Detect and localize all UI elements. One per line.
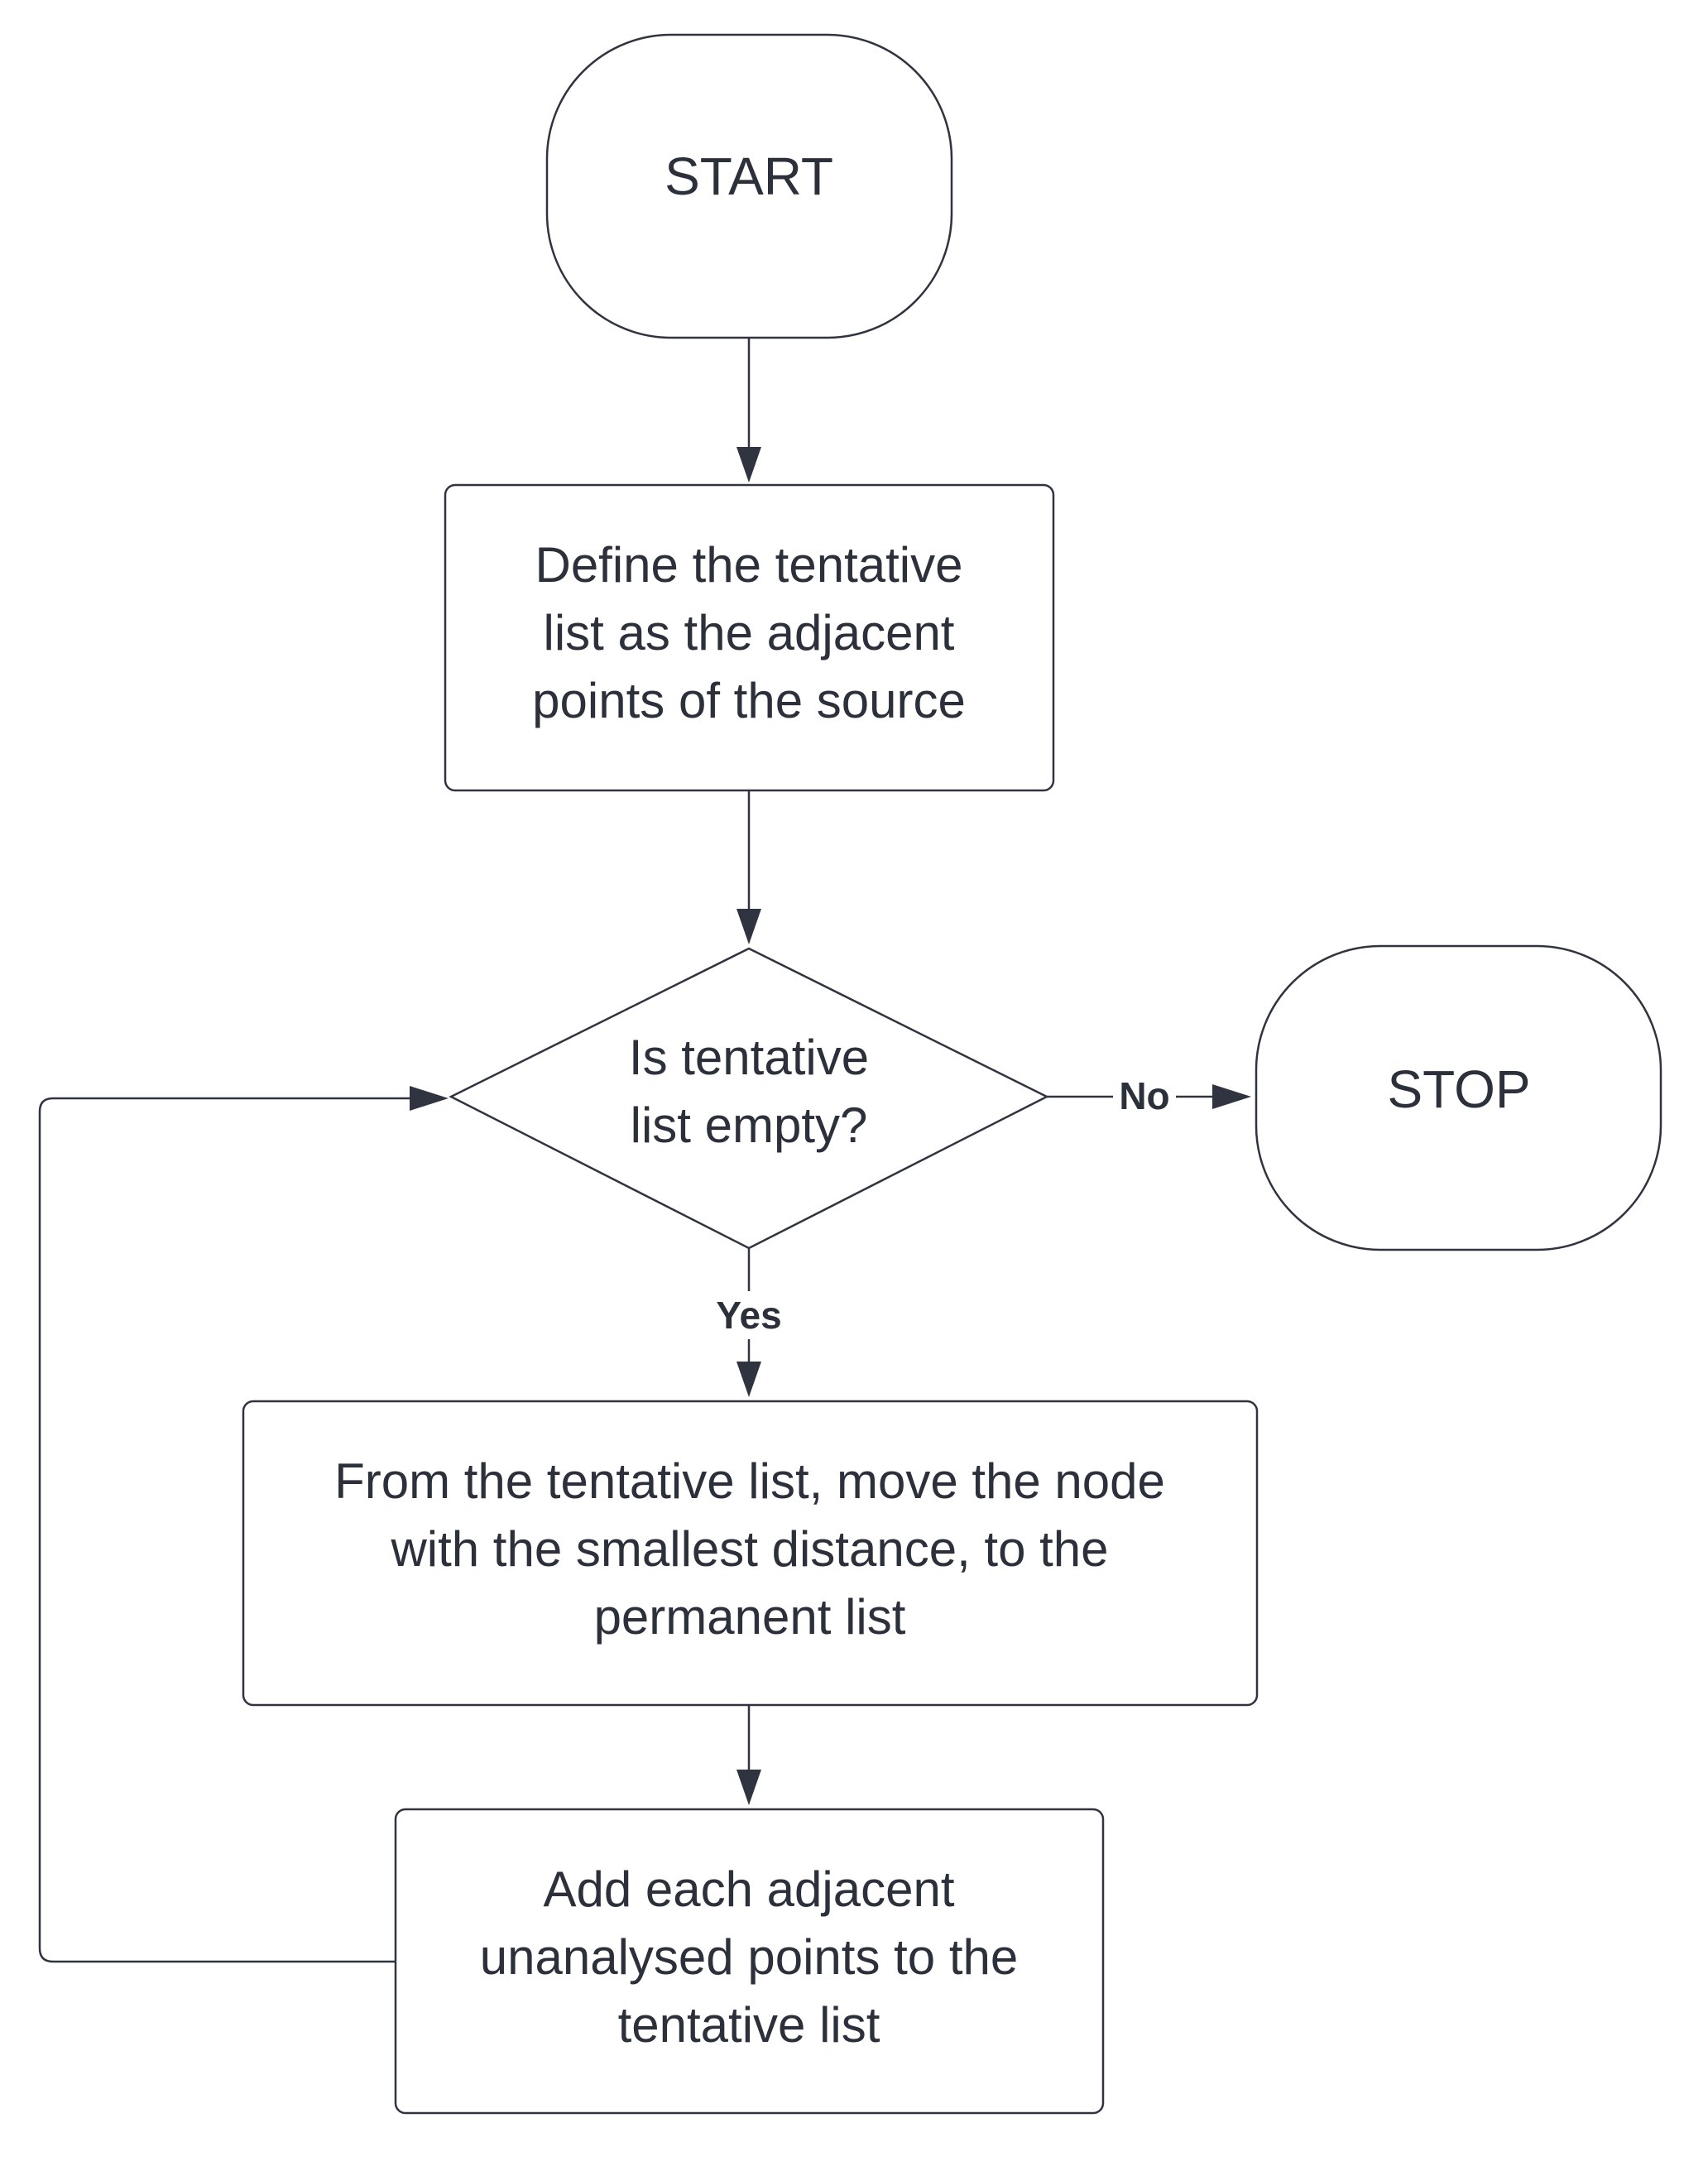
edge-label-yes: Yes — [716, 1294, 781, 1337]
decision-diamond — [449, 947, 1049, 1250]
define-label-line-1: Define the tentative — [535, 537, 962, 593]
edge-label-no: No — [1119, 1074, 1169, 1117]
define-label-line-3: points of the source — [532, 673, 966, 728]
move-label-line-1: From the tentative list, move the node — [334, 1453, 1165, 1509]
start-label: START — [664, 146, 833, 206]
start-terminator — [545, 33, 953, 339]
arrowhead-decision-yes — [736, 1362, 761, 1397]
define-process-box — [444, 483, 1055, 792]
arrowhead-define-to-decision — [736, 909, 761, 944]
arrowhead-start-to-define — [736, 447, 761, 483]
move-label-line-3: permanent list — [594, 1589, 906, 1645]
add-process-box — [394, 1808, 1105, 2115]
define-label-line-2: list as the adjacent — [544, 605, 955, 660]
add-label-line-3: tentative list — [618, 1997, 880, 2053]
arrowhead-decision-no — [1212, 1084, 1251, 1109]
edge-label-yes-background — [708, 1291, 789, 1339]
add-label-line-1: Add each adjacent — [543, 1861, 954, 1917]
stop-label: STOP — [1387, 1059, 1530, 1119]
arrowhead-loop-back — [410, 1086, 449, 1111]
arrowhead-move-to-add — [736, 1770, 761, 1805]
add-label-line-2: unanalysed points to the — [480, 1929, 1018, 1985]
move-label-line-2: with the smallest distance, to the — [390, 1521, 1108, 1577]
decision-label-line-1: Is tentative — [629, 1030, 869, 1085]
stop-terminator — [1255, 944, 1662, 1251]
edge-label-no-background — [1113, 1074, 1176, 1119]
move-process-box — [242, 1400, 1259, 1707]
edge-loop-back — [38, 1097, 414, 1963]
decision-label-line-2: list empty? — [631, 1098, 868, 1153]
